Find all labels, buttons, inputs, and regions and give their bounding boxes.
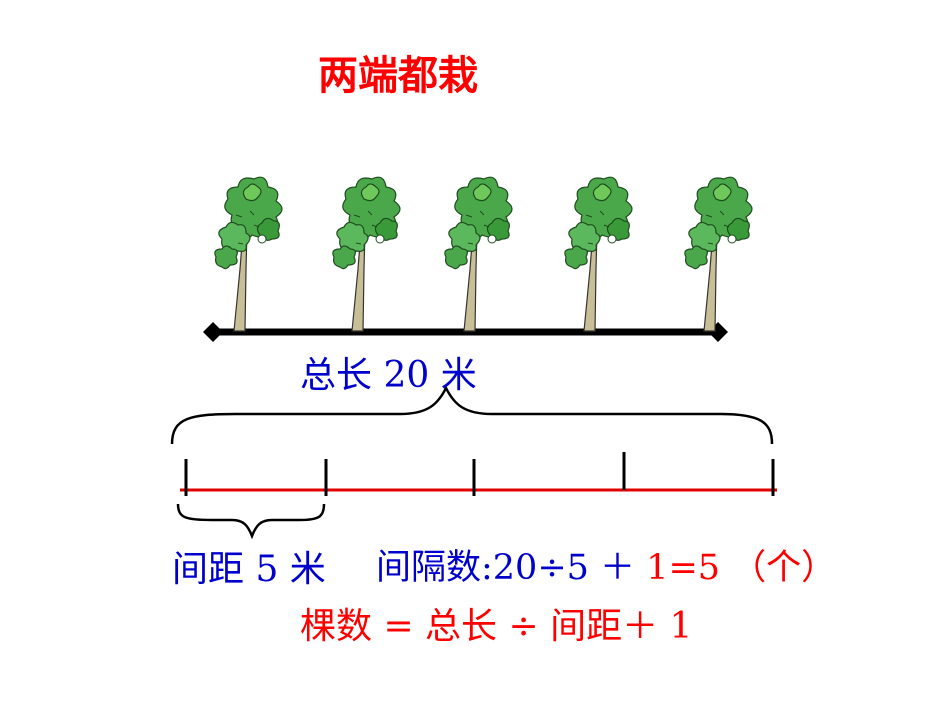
tree-2: [332, 176, 401, 332]
interval-count-part1: 间隔数:20÷5 ＋: [376, 548, 647, 588]
tree-1: [214, 176, 283, 332]
interval-count-equation: 间隔数:20÷5 ＋ 1=5 （个）: [376, 551, 836, 586]
spacing-label: 间距 5 米: [172, 549, 326, 590]
interval-count-part2: 1=5 （个）: [646, 548, 837, 588]
road-left-end-marker: [203, 322, 223, 342]
tree-4: [564, 176, 633, 332]
tree-count-formula: 棵数 = 总长 ÷ 间距＋ 1: [300, 606, 693, 647]
spacing-brace: [176, 503, 326, 540]
total-length-label: 总长 20 米: [300, 355, 477, 396]
slide-title: 两端都栽: [318, 53, 478, 99]
tree-3: [444, 176, 513, 332]
tree-5: [684, 176, 753, 332]
total-length-brace: [170, 385, 774, 445]
